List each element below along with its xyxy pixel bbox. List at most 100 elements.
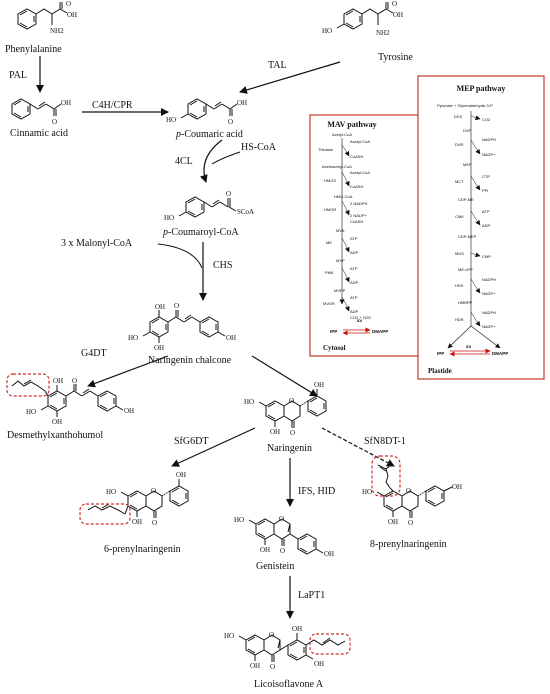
mav-step-0: Acetyl-CoA — [332, 132, 352, 137]
genistein-keto-o: O — [280, 547, 285, 555]
cinnamic-acid-structure — [11, 98, 62, 120]
mep-cofactor-arrow-0 — [470, 115, 481, 121]
prenyl8-oh: OH — [388, 518, 398, 526]
mav-step-23: ATP — [350, 295, 358, 300]
mep-step-6: NADP+ — [482, 152, 496, 157]
mep-step-22: HMBPP — [458, 300, 473, 305]
4cl-label: 4CL — [175, 156, 193, 167]
coumaroyl-ho: HO — [164, 214, 174, 222]
mep-step-14: ADP — [482, 223, 491, 228]
coumaroyl-coa-label: p-Coumaroyl-CoA — [162, 227, 239, 238]
chalcone-ho: HO — [128, 334, 138, 342]
mep-step-10: PPi — [482, 188, 488, 193]
phenylalanine-label: Phenylalanine — [5, 44, 62, 55]
coumaric-acid-rest: -Coumaric acid — [181, 129, 243, 140]
mep-step-17: CMP — [482, 254, 491, 259]
naringenin-ring-o: O — [289, 397, 294, 405]
coumaroyl-coa-rest: -Coumaroyl-CoA — [168, 227, 239, 238]
mep-step-23: HDR — [455, 317, 464, 322]
pal-label: PAL — [9, 70, 27, 81]
mav-step-8: HMG-CoA — [334, 194, 353, 199]
mav-step-6: HMGS — [324, 178, 336, 183]
desmethylxanthohumol-structure — [11, 379, 124, 417]
mav-step-4: Acetoacetyl-CoA — [322, 164, 352, 169]
mep-step-15: CDP-MEP — [458, 234, 477, 239]
naringenin-ho: HO — [244, 398, 254, 406]
cinnamic-o: O — [52, 118, 57, 126]
mav-pathway-box: MAV pathway Acetyl-CoAAcetyl-CoAThiolase… — [309, 114, 425, 357]
desmethyl-o: O — [72, 377, 77, 385]
naringenin-keto-o: O — [290, 429, 295, 437]
mav-step-22: MVDR — [323, 301, 335, 306]
tyrosine-nh2: NH2 — [376, 29, 390, 37]
c4h-label: C4H/CPR — [92, 100, 133, 111]
naringenin-oh-right: OH — [314, 381, 324, 389]
coumaric-acid-italic: p — [175, 129, 181, 140]
prenyl8-label: 8-prenylnaringenin — [370, 539, 447, 550]
mav-step-13: MVA — [336, 228, 345, 233]
mep-step-11: CDP-ME — [458, 197, 474, 202]
mep-step-19: HDS — [455, 283, 464, 288]
prenyl6-oh: OH — [132, 518, 142, 526]
mep-step-2: CO2 — [482, 117, 491, 122]
mav-cofactor-arrow-2 — [341, 200, 350, 216]
tal-arrow — [239, 61, 341, 94]
genistein-oh-right: OH — [324, 550, 334, 558]
mep-step-25: NADP+ — [482, 324, 496, 329]
mav-cofactor-arrow-1 — [341, 171, 350, 187]
mep-branch-left — [447, 325, 472, 349]
prenyl6-highlight — [79, 503, 131, 525]
prenyl6-label: 6-prenylnaringenin — [104, 544, 181, 555]
mep-step-8: MCT — [455, 179, 464, 184]
coumaric-oh: OH — [237, 99, 247, 107]
licoisoflavone-ring-o: O — [269, 631, 274, 639]
licoisoflavone-keto-o: O — [270, 663, 275, 671]
chalcone-oh-top: OH — [155, 303, 165, 311]
mav-step-10: HMGR — [324, 207, 336, 212]
4cl-arrow — [199, 139, 223, 183]
mep-cofactor-arrow-6 — [470, 311, 481, 327]
mep-step-24: NADPH — [482, 310, 496, 315]
cinnamic-acid-label: Cinnamic acid — [10, 128, 68, 139]
mav-step-7: CoASH — [350, 184, 363, 189]
prenyl8-ho: HO — [362, 488, 372, 496]
mep-ipp: IPP — [437, 351, 444, 356]
prenyl6-oh-right: OH — [176, 471, 186, 479]
coumaroyl-coa-italic: p — [162, 227, 168, 238]
mep-cofactor-arrow-4 — [470, 252, 481, 258]
licoisoflavone-oh-right: OH — [314, 660, 324, 668]
mep-step-21: NADP+ — [482, 291, 496, 296]
licoisoflavone-ho: HO — [224, 632, 234, 640]
mav-step-25: CO2 + H2O — [350, 315, 371, 320]
hscoa-branch — [211, 151, 241, 165]
desmethyl-oh-bottom: OH — [52, 418, 62, 426]
mep-step-9: CTP — [482, 174, 490, 179]
coumaric-o: O — [228, 118, 233, 126]
phenylalanine-nh2: NH2 — [50, 27, 64, 35]
prenyl8-oh-right: OH — [452, 483, 462, 491]
mep-step-4: DXR — [455, 142, 464, 147]
prenyl8-ring-o: O — [406, 487, 411, 495]
mep-step-20: NADPH — [482, 277, 496, 282]
mep-step-7: MEP — [463, 162, 472, 167]
mep-step-18: ME-cPP — [458, 267, 473, 272]
mav-step-20: ADP — [350, 280, 359, 285]
mep-dmapp: DMAPP — [492, 351, 508, 356]
mav-step-3: CoASH — [350, 154, 363, 159]
licoisoflavone-oh: OH — [250, 662, 260, 670]
mav-step-9: 2 NADPH — [350, 201, 367, 206]
desmethyl-prenyl-highlight — [6, 373, 50, 397]
prenyl6-structure — [87, 479, 189, 518]
mep-title: MEP pathway — [457, 84, 506, 93]
licoisoflavone-oh-top: OH — [292, 625, 302, 633]
mav-cytosol: Cytosol — [323, 344, 346, 352]
mav-box-frame — [309, 114, 425, 357]
malonyl-branch — [157, 243, 203, 269]
tyrosine-o: O — [392, 0, 397, 8]
mav-step-21: MVPP — [334, 288, 346, 293]
sfn8dt-arrow — [321, 427, 395, 467]
prenyl8-keto-o: O — [408, 519, 413, 527]
coumaric-acid-structure — [180, 98, 238, 120]
mep-step-3: DXP — [463, 128, 472, 133]
